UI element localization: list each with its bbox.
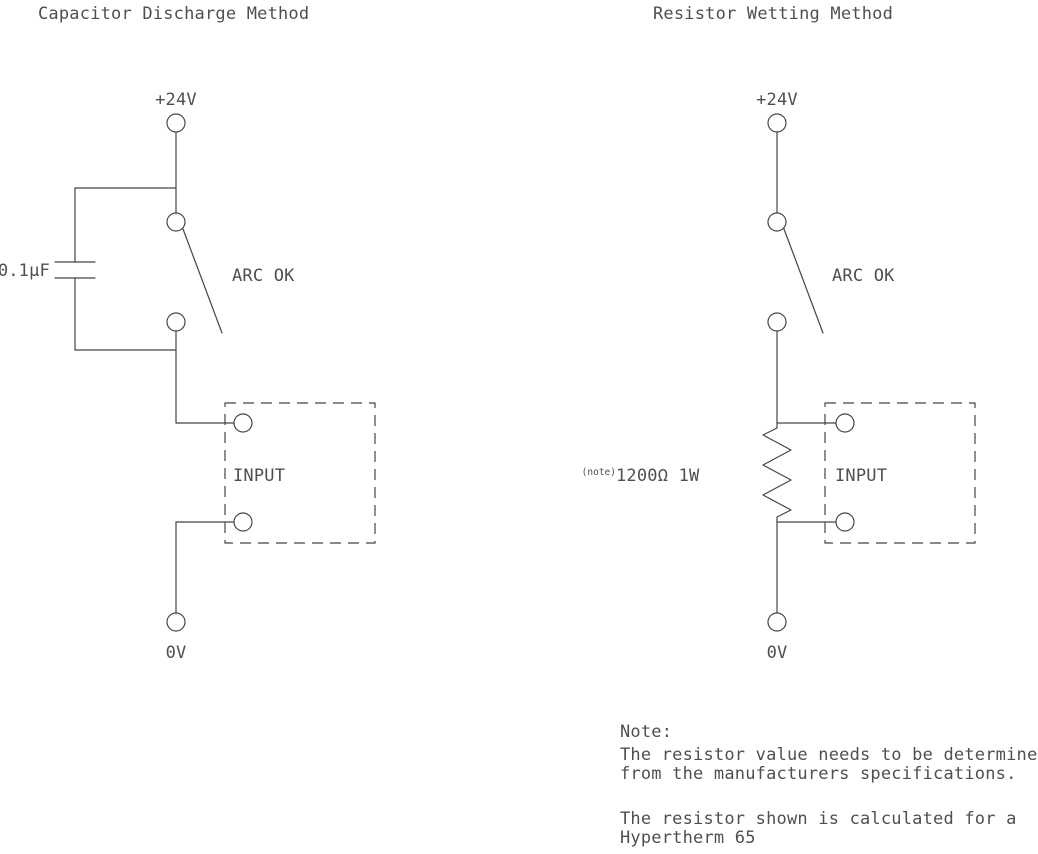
right-ground-terminal [767,612,787,632]
right-supply-label: +24V [756,90,798,110]
note-line: Hypertherm 65 [620,828,756,848]
left-input-box [224,402,376,544]
left-switch-bottom-contact [166,312,186,332]
note-line: The resistor value needs to be determine… [620,745,1038,765]
right-input-label: INPUT [835,466,887,486]
left-ground-terminal [166,612,186,632]
left-supply-label: +24V [155,90,197,110]
note-heading: Note: [620,722,672,742]
left-arc-ok-switch-blade [182,228,223,334]
left-switch-top-contact [166,212,186,232]
right-switch-bottom-contact [767,312,787,332]
left-input-bottom-terminal [233,512,253,532]
resistor-note-marker: (note) [582,467,616,478]
resistor-wetting-circuit: Resistor Wetting Method +24V ARC OK (not… [582,4,976,663]
note-block: Note: The resistor value needs to be det… [620,722,1038,848]
capacitor-value-label: 0.1µF [0,261,50,281]
right-input-bottom-terminal [835,512,855,532]
right-input-top-terminal [835,413,855,433]
resistor-zigzag [762,422,792,523]
left-supply-terminal [166,113,186,133]
right-input-box [824,402,976,544]
capacitor-discharge-circuit: Capacitor Discharge Method +24V 0.1µF AR… [0,4,376,663]
left-input-label: INPUT [233,466,285,486]
note-line: The resistor shown is calculated for a [620,809,1017,829]
left-input-top-terminal [233,413,253,433]
left-ground-label: 0V [166,643,187,663]
resistor-value-label: 1200Ω 1W [616,466,700,486]
left-circuit-title: Capacitor Discharge Method [38,4,309,24]
right-circuit-title: Resistor Wetting Method [653,4,893,24]
right-switch-top-contact [767,212,787,232]
left-switch-label: ARC OK [232,266,295,286]
right-arc-ok-switch-blade [783,228,824,334]
right-switch-label: ARC OK [832,266,895,286]
right-ground-label: 0V [767,643,788,663]
note-line: from the manufacturers specifications. [620,764,1017,784]
right-supply-terminal [767,113,787,133]
